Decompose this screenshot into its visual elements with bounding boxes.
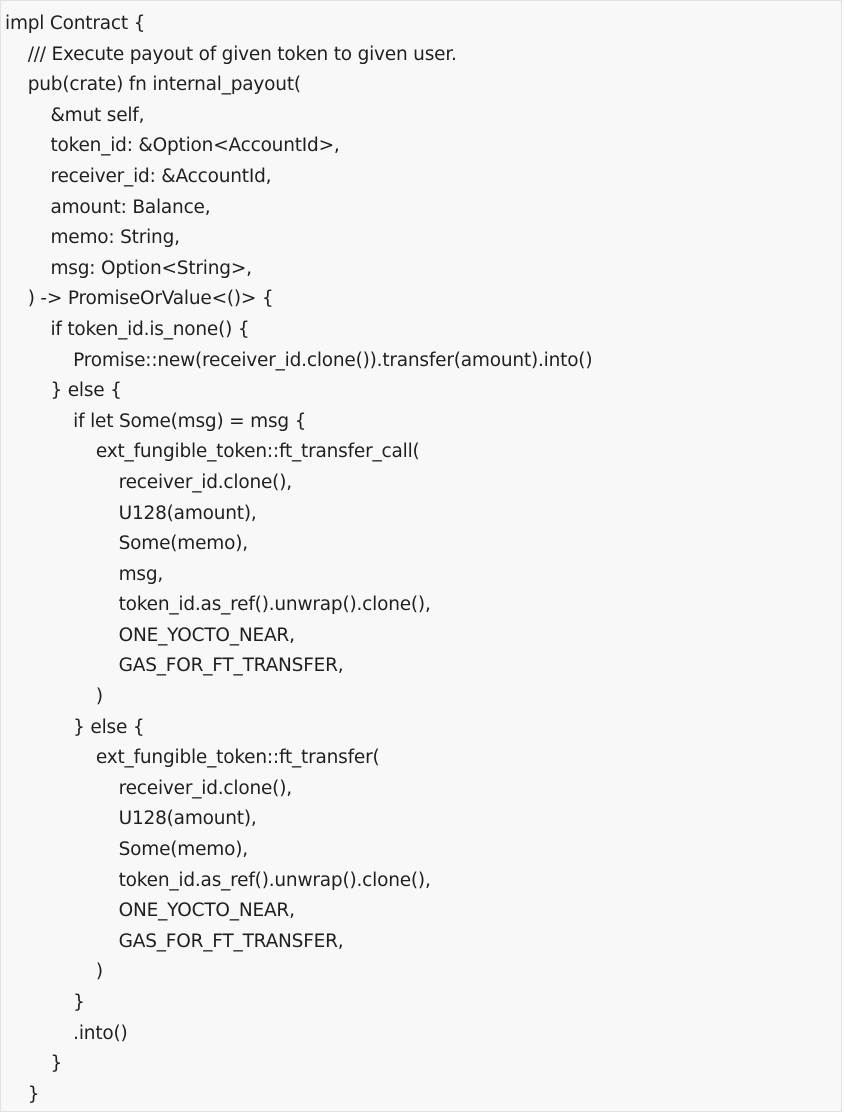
code-line: } else { [5,380,122,402]
code-line: &mut self, [5,104,145,126]
code-line: ) [5,686,103,708]
code-line: Promise::new(receiver_id.clone()).transf… [5,349,593,371]
code-line: } else { [5,716,145,738]
code-line: U128(amount), [5,808,257,830]
code-line: /// Execute payout of given token to giv… [5,43,457,65]
code-line: if let Some(msg) = msg { [5,410,307,432]
code-line: ) -> PromiseOrValue<()> { [5,288,274,310]
code-line: memo: String, [5,227,180,249]
code-line: token_id: &Option<AccountId>, [5,135,340,157]
code-line: token_id.as_ref().unwrap().clone(), [5,594,431,616]
code-body: impl Contract { /// Execute payout of gi… [5,9,593,1110]
code-line: } [5,1053,63,1075]
code-line: GAS_FOR_FT_TRANSFER, [5,930,344,952]
code-line: U128(amount), [5,502,257,524]
code-line: token_id.as_ref().unwrap().clone(), [5,869,431,891]
code-line: Some(memo), [5,533,249,555]
code-line: } [5,1083,40,1105]
code-line: } [5,992,85,1013]
code-line: ONE_YOCTO_NEAR, [5,900,295,922]
code-line: ) [5,961,103,983]
code-line: GAS_FOR_FT_TRANSFER, [5,655,344,677]
code-line: ONE_YOCTO_NEAR, [5,624,295,646]
code-line: impl Contract { [5,13,146,34]
code-line: .into() [5,1022,128,1044]
code-line: msg: Option<String>, [5,257,252,279]
code-line: ext_fungible_token::ft_transfer( [5,747,380,769]
code-line: pub(crate) fn internal_payout( [5,74,301,96]
code-line: receiver_id: &AccountId, [5,165,272,187]
code-line: receiver_id.clone(), [5,471,292,493]
code-line: msg, [5,563,164,585]
code-line: if token_id.is_none() { [5,318,250,340]
code-line: Some(memo), [5,839,249,861]
code-line: amount: Balance, [5,196,211,218]
code-line: receiver_id.clone(), [5,777,292,799]
code-line: ext_fungible_token::ft_transfer_call( [5,441,420,463]
